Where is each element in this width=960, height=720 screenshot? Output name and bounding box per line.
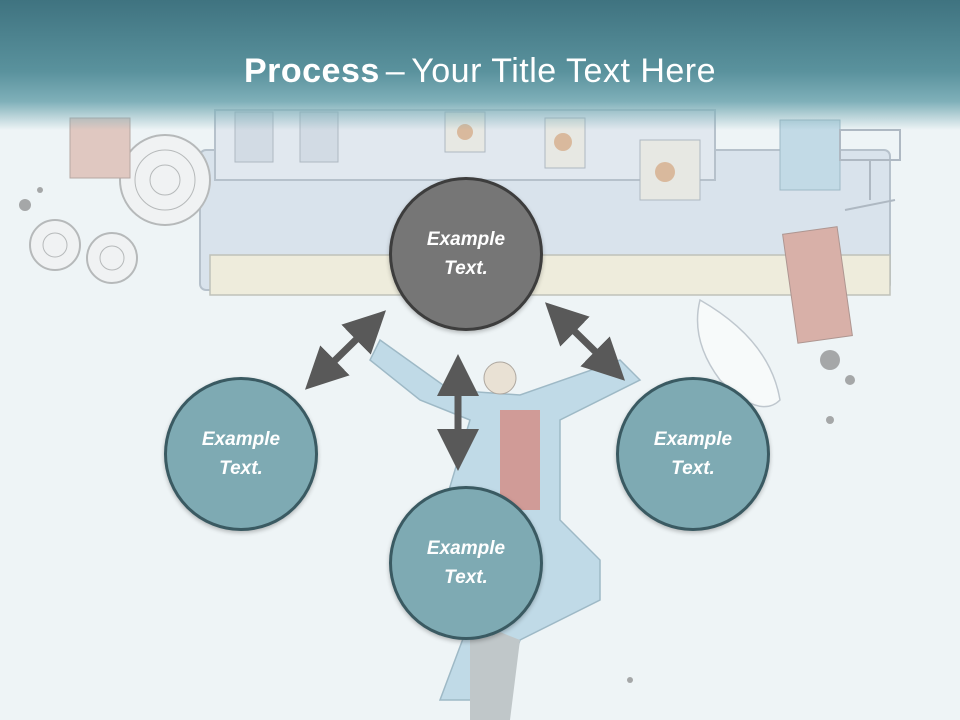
node-top-line1: Example [426, 229, 506, 250]
title-bar [0, 0, 960, 130]
arrow-top-left [305, 310, 386, 390]
title-rest: Your Title Text Here [411, 52, 717, 90]
slide-title: Process–Your Title Text Here [0, 52, 960, 91]
node-right-line1: Example [653, 429, 733, 450]
node-right: Example Text. [616, 377, 770, 531]
title-separator: – [385, 52, 406, 90]
arrow-top-right [545, 302, 625, 381]
node-right-line2: Text. [671, 458, 715, 479]
node-left: Example Text. [164, 377, 318, 531]
title-bold: Process [243, 52, 380, 90]
node-top-line2: Text. [444, 258, 488, 279]
node-top: Example Text. [389, 177, 543, 331]
node-bottom-line1: Example [426, 538, 506, 559]
node-left-line2: Text. [219, 458, 263, 479]
node-bottom: Example Text. [389, 486, 543, 640]
node-left-line1: Example [201, 429, 281, 450]
node-bottom-line2: Text. [444, 567, 488, 588]
